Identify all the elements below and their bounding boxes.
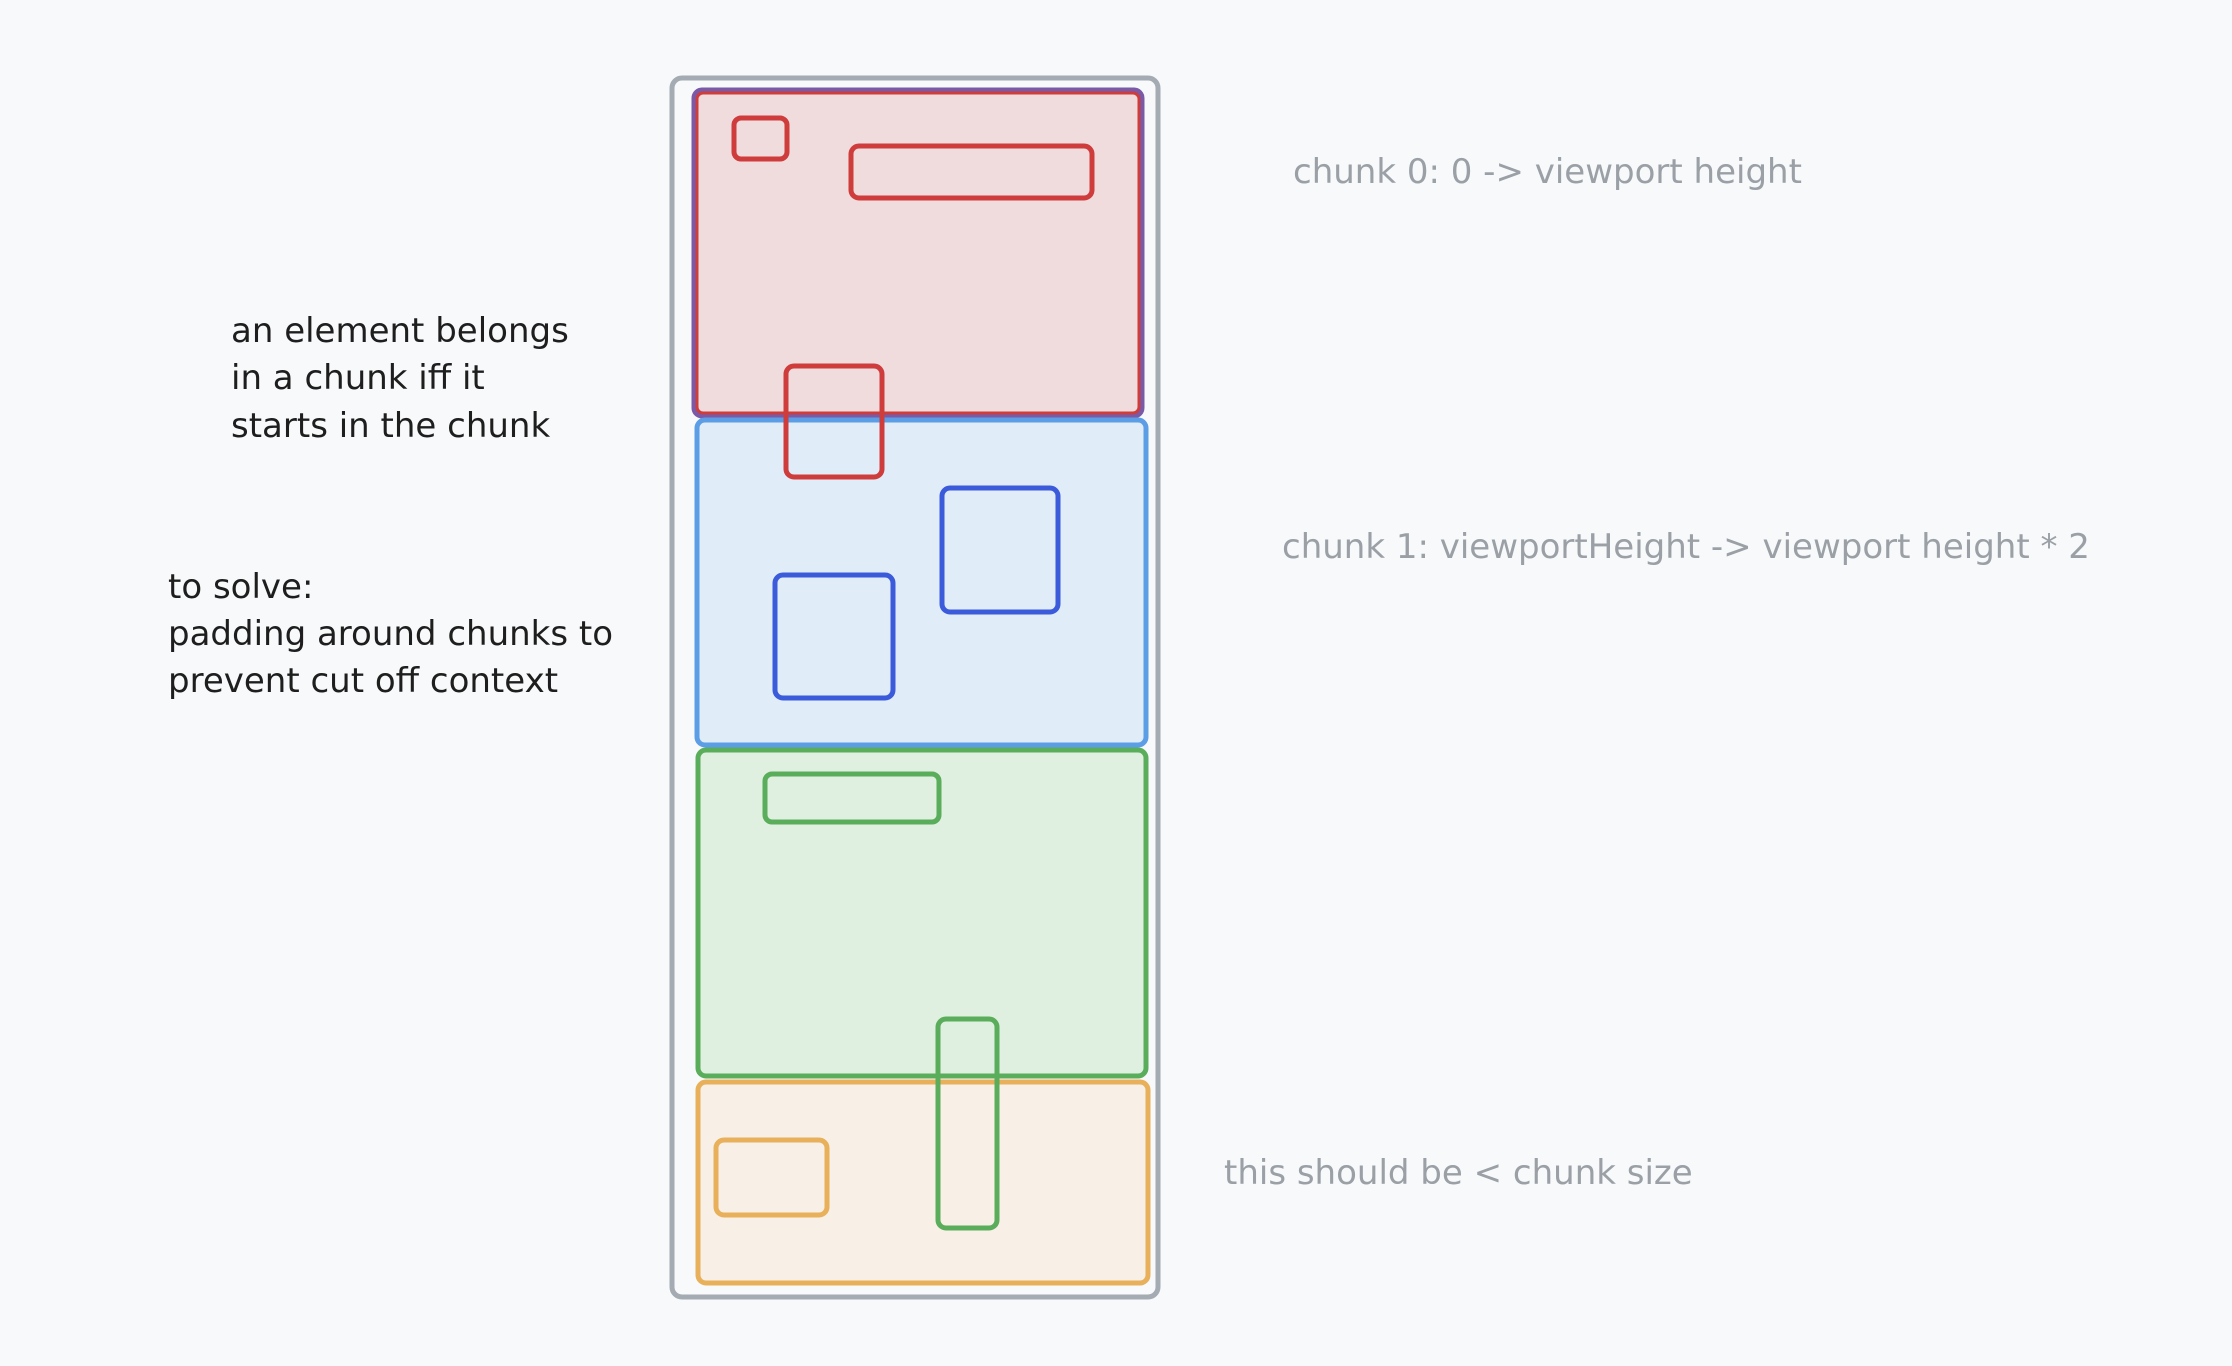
chunk-2-element-tall-straddling [935, 1016, 1000, 1231]
last-chunk-label: this should be < chunk size [1224, 1153, 1693, 1193]
page-container [669, 75, 1161, 1300]
chunk-0-element-wide [848, 143, 1095, 201]
chunk-0-label: chunk 0: 0 -> viewport height [1293, 152, 1802, 192]
chunk-3 [695, 1079, 1151, 1286]
chunk-3-element [713, 1137, 830, 1218]
chunk-0-element-straddling [783, 363, 885, 480]
chunk-1-element-left [772, 572, 896, 701]
membership-rule-line: an element belongs [231, 311, 569, 351]
chunk-0-inner-border [695, 91, 1141, 415]
to-solve-line: to solve: [168, 567, 313, 607]
to-solve-line: prevent cut off context [168, 661, 558, 701]
chunk-1-element-right [939, 485, 1061, 615]
chunk-2 [695, 747, 1149, 1079]
to-solve-line: padding around chunks to [168, 614, 613, 654]
chunk-1-label: chunk 1: viewportHeight -> viewport heig… [1282, 527, 2090, 567]
to-solve-note: to solve: padding around chunks to preve… [168, 567, 624, 701]
membership-rule-note: an element belongs in a chunk iff it sta… [231, 311, 580, 446]
membership-rule-line: starts in the chunk [231, 406, 550, 446]
chunk-0 [691, 87, 1145, 419]
membership-rule-line: in a chunk iff it [231, 358, 485, 398]
chunk-0-element-small [731, 115, 790, 162]
chunk-2-element-wide [762, 771, 942, 825]
chunk-1 [694, 417, 1149, 748]
